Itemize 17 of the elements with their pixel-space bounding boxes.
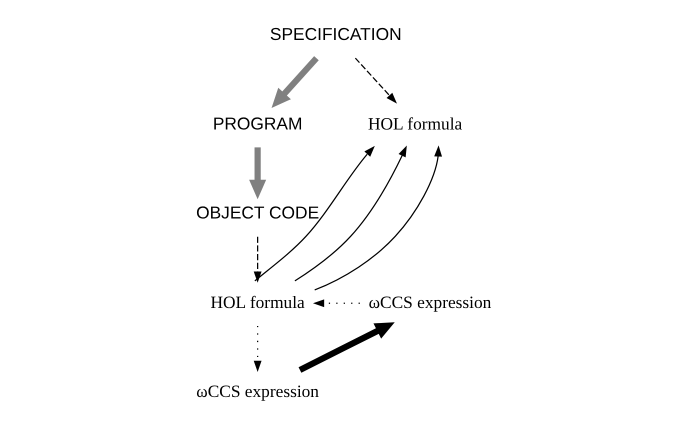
node-text: HOL formula: [210, 292, 305, 312]
arrow: [312, 299, 360, 308]
arrow: [254, 236, 262, 283]
arrow: [254, 326, 262, 372]
node-text: PROGRAM: [212, 113, 302, 134]
arrow: [294, 146, 407, 282]
arrow: [272, 56, 319, 108]
arrow: [354, 58, 397, 104]
node-text: ωCCS expression: [368, 292, 492, 312]
arrow: [249, 147, 266, 200]
node-text: OBJECT CODE: [196, 202, 320, 223]
node-text: SPECIFICATION: [270, 24, 402, 44]
arrow: [314, 145, 442, 291]
arrow: [254, 146, 375, 282]
node-text: HOL formula: [368, 114, 462, 134]
node-text: ωCCS expression: [196, 382, 319, 402]
arrow: [298, 322, 395, 373]
